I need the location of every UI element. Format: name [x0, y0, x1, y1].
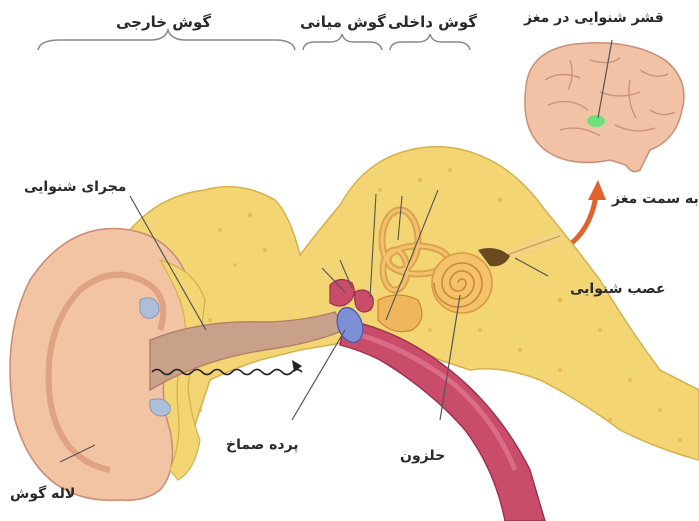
outer-ear-bracket [38, 30, 295, 50]
auditory-cortex-spot [587, 115, 605, 127]
eardrum-label: پرده صماخ [226, 437, 299, 453]
brain [525, 43, 684, 172]
outer-ear-label: گوش خارجی [116, 13, 211, 31]
cochlea-label: حلزون [400, 448, 445, 464]
to-brain-label: به سمت مغز [612, 191, 699, 207]
pinna-label: لاله گوش [10, 486, 75, 502]
middle-ear-bracket [303, 34, 382, 50]
inner-ear-label: گوش داخلی [388, 13, 477, 31]
vestibule [378, 295, 422, 332]
ear-canal-label: مجرای شنوایی [24, 179, 126, 195]
auditory-cortex-label: قشر شنوایی در مغز [524, 10, 664, 26]
inner-ear-bracket [390, 34, 470, 50]
auditory-nerve-label: عصب شنوایی [570, 281, 666, 297]
to-brain-arrowhead [588, 180, 606, 200]
cochlea [432, 253, 492, 313]
middle-ear-label: گوش میانی [300, 13, 386, 31]
